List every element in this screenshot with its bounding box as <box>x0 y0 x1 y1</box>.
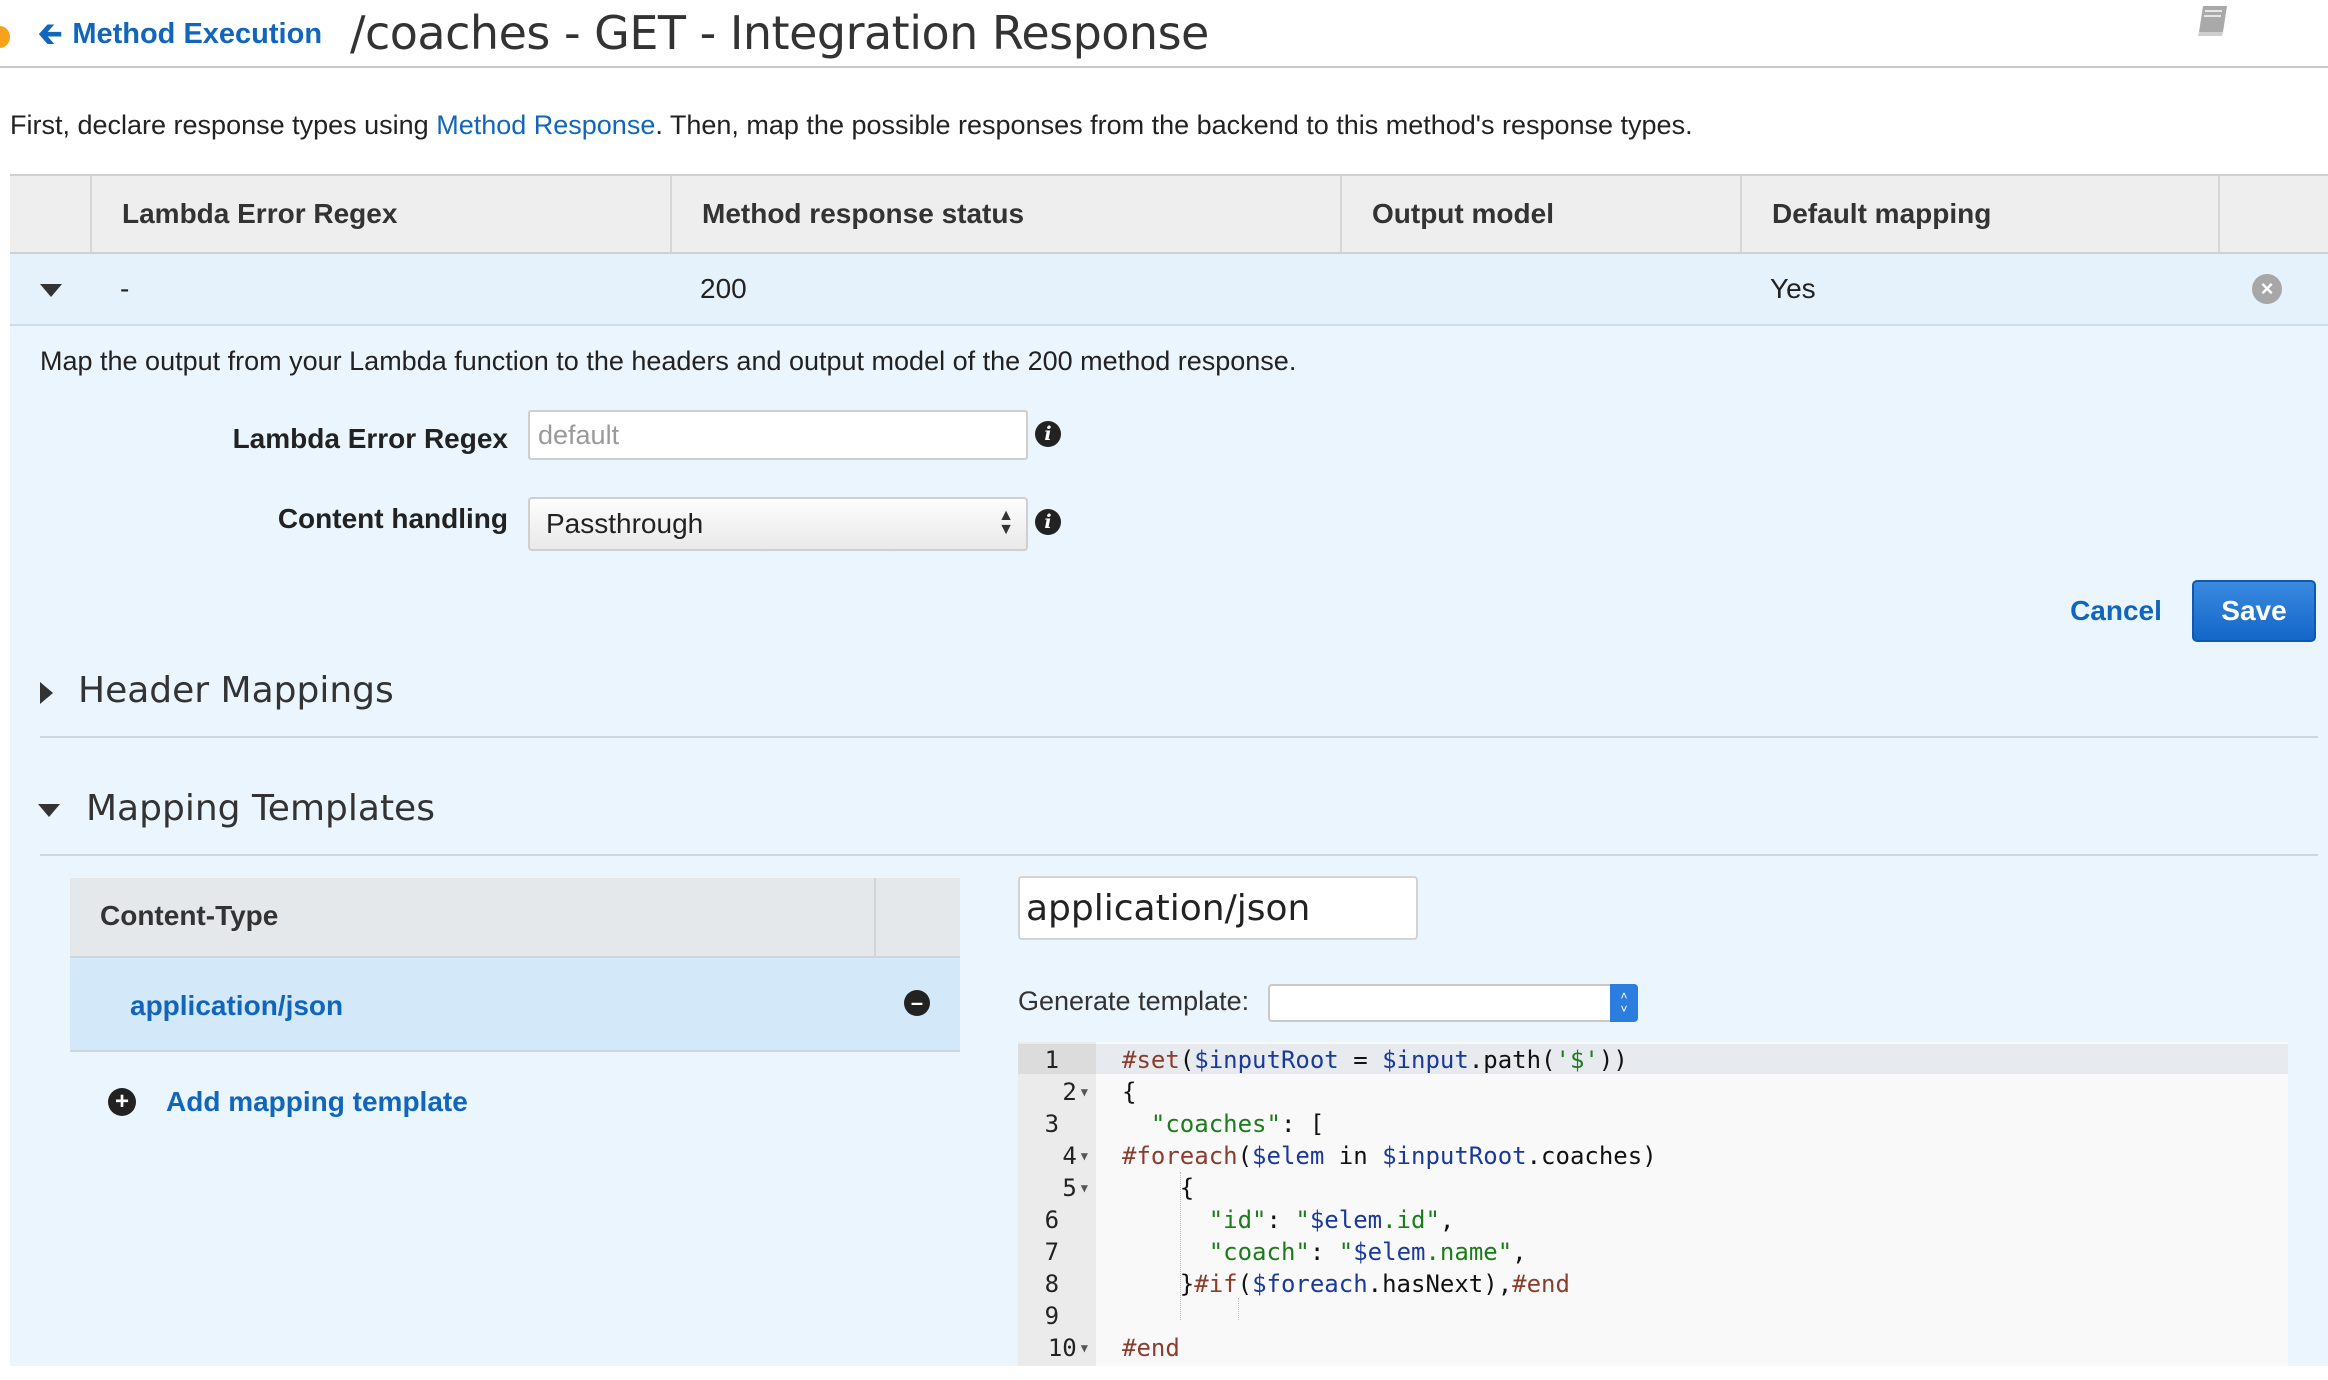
header-mappings-expand-caret-icon[interactable] <box>40 682 53 704</box>
editor-gutter-active-line <box>1018 1044 1096 1074</box>
code-line: }#if($foreach.hasNext),#end <box>1122 1270 1570 1298</box>
add-mapping-template-link[interactable]: Add mapping template <box>166 1086 468 1117</box>
header-mappings-title[interactable]: Header Mappings <box>78 670 394 711</box>
line-number: 5▼ <box>1062 1174 1088 1202</box>
cell-lambda-error-regex: - <box>120 273 130 304</box>
line-number: 7 <box>1044 1238 1060 1266</box>
back-arrow-icon: 🡰 <box>38 17 63 51</box>
save-button[interactable]: Save <box>2192 580 2316 642</box>
integration-response-table-header: Lambda Error Regex Method response statu… <box>10 174 2328 254</box>
intro-text: First, declare response types using Meth… <box>10 110 1693 141</box>
line-number: 9 <box>1044 1302 1060 1330</box>
column-header-method-response-status: Method response status <box>670 176 1340 252</box>
fold-arrow-icon[interactable]: ▼ <box>1080 1181 1088 1195</box>
content-type-item-label[interactable]: application/json <box>130 990 344 1021</box>
back-to-method-execution-link[interactable]: 🡰 Method Execution <box>38 18 322 51</box>
code-line: #set($inputRoot = $input.path('$')) <box>1122 1046 1628 1074</box>
code-line: #foreach($elem in $inputRoot.coaches) <box>1122 1142 1657 1170</box>
content-handling-info-icon[interactable]: i <box>1035 509 1061 535</box>
column-header-actions <box>2218 176 2328 252</box>
content-type-list-header <box>70 878 960 958</box>
section-divider <box>40 854 2318 856</box>
remove-response-icon[interactable]: × <box>2252 274 2282 304</box>
generate-template-select[interactable]: ˄˅ <box>1268 984 1638 1022</box>
content-handling-value: Passthrough <box>546 508 704 539</box>
editor-gutter <box>1018 1042 1096 1366</box>
line-number: 10▼ <box>1047 1334 1088 1362</box>
generate-template-label: Generate template: <box>1018 986 1250 1016</box>
line-number: 8 <box>1044 1270 1060 1298</box>
add-mapping-template-icon[interactable]: + <box>108 1088 136 1116</box>
cell-default-mapping: Yes <box>1770 273 1816 304</box>
code-line: "coach": "$elem.name", <box>1208 1238 1527 1266</box>
line-number: 6 <box>1044 1206 1060 1234</box>
integration-response-row[interactable]: - 200 Yes <box>10 254 2328 326</box>
lambda-error-regex-input[interactable] <box>528 410 1028 460</box>
content-type-list-item[interactable] <box>70 958 960 1052</box>
column-header-output-model: Output model <box>1340 176 1740 252</box>
indent-guide <box>1238 1298 1239 1320</box>
cancel-button[interactable]: Cancel <box>2070 595 2162 626</box>
content-type-input[interactable] <box>1018 876 1418 940</box>
code-line: { <box>1122 1078 1137 1106</box>
line-number: 2▼ <box>1062 1078 1088 1106</box>
fold-arrow-icon[interactable]: ▼ <box>1080 1341 1088 1355</box>
line-number: 1 <box>1044 1046 1060 1074</box>
lambda-error-regex-label: Lambda Error Regex <box>232 423 508 454</box>
regex-info-icon[interactable]: i <box>1035 421 1061 447</box>
page-title: /coaches - GET - Integration Response <box>350 6 1209 60</box>
line-number: 4▼ <box>1062 1142 1088 1170</box>
section-divider <box>40 736 2318 738</box>
column-divider <box>874 878 876 958</box>
line-number: 3 <box>1044 1110 1060 1138</box>
code-line: "coaches": [ <box>1150 1110 1325 1138</box>
mapping-templates-collapse-caret-icon[interactable] <box>38 804 60 817</box>
intro-text-after: . Then, map the possible responses from … <box>655 110 1693 140</box>
select-updown-icon: ˄˅ <box>1610 984 1638 1022</box>
back-link-label: Method Execution <box>72 18 323 50</box>
content-type-column-header: Content-Type <box>100 900 279 931</box>
column-header-lambda-error-regex: Lambda Error Regex <box>90 176 670 252</box>
cell-method-response-status: 200 <box>700 273 747 304</box>
editor-active-line <box>1096 1044 2288 1074</box>
content-handling-label: Content handling <box>277 503 508 534</box>
header-divider <box>0 66 2328 68</box>
mapping-templates-title[interactable]: Mapping Templates <box>86 788 435 829</box>
fold-arrow-icon[interactable]: ▼ <box>1080 1149 1088 1163</box>
documentation-book-icon[interactable] <box>2193 2 2233 38</box>
code-line: { <box>1122 1174 1195 1202</box>
fold-arrow-icon[interactable]: ▼ <box>1080 1085 1088 1099</box>
content-handling-select[interactable]: Passthrough ▲▼ <box>528 497 1028 551</box>
indent-guide <box>1180 1172 1181 1320</box>
select-updown-icon: ▲▼ <box>998 507 1014 538</box>
remove-content-type-icon[interactable]: – <box>904 990 930 1016</box>
row-collapse-caret-icon[interactable] <box>40 284 62 297</box>
intro-text-before: First, declare response types using <box>10 110 437 140</box>
code-line: #end <box>1122 1334 1180 1362</box>
method-response-link[interactable]: Method Response <box>436 110 656 140</box>
status-dot <box>0 26 10 48</box>
code-line: "id": "$elem.id", <box>1208 1206 1455 1234</box>
panel-description: Map the output from your Lambda function… <box>40 346 1297 376</box>
mapping-template-editor[interactable] <box>1018 1042 2288 1366</box>
column-header-default-mapping: Default mapping <box>1740 176 2218 252</box>
